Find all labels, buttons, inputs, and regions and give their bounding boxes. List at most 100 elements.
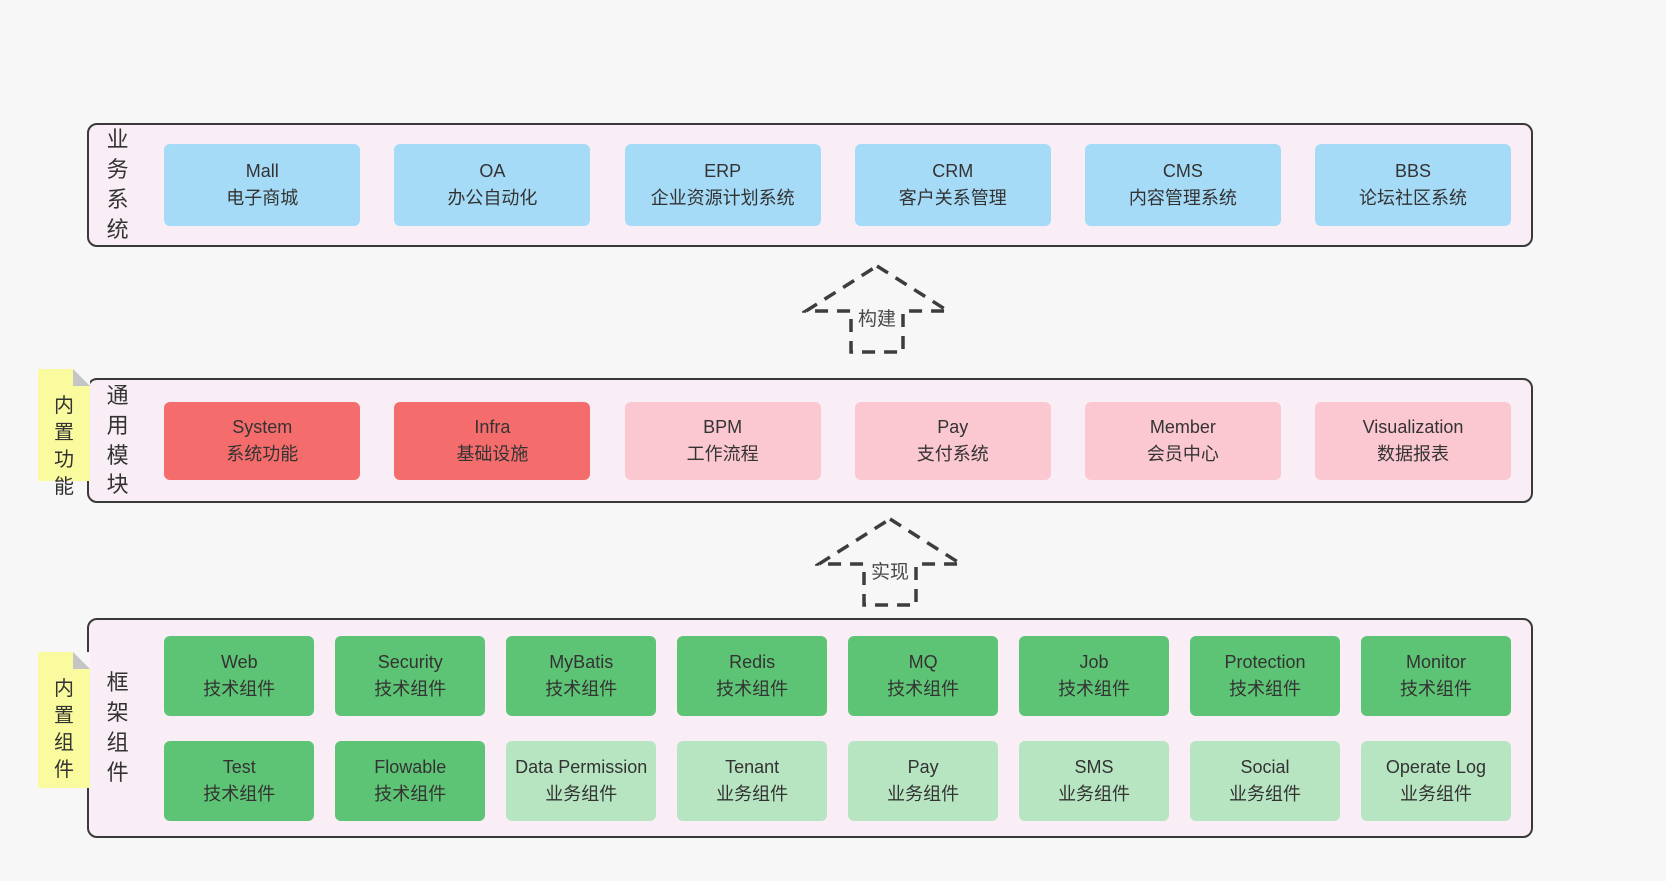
box-monitor: Monitor 技术组件 (1360, 635, 1511, 716)
box-name: Redis (729, 651, 776, 672)
sticky-fold-icon (73, 369, 90, 386)
box-name: Visualization (1362, 416, 1464, 437)
box-sub: 业务组件 (1229, 783, 1302, 804)
box-social: Social 业务组件 (1190, 740, 1341, 821)
box-sub: 技术组件 (203, 678, 276, 699)
box-sub: 业务组件 (1399, 783, 1472, 804)
box-name: SMS (1074, 756, 1114, 777)
box-sub: 论坛社区系统 (1359, 188, 1467, 208)
arrow-implement: 实现 (815, 516, 965, 608)
up-arrow-icon (802, 263, 952, 354)
box-name: Member (1149, 416, 1216, 437)
box-redis: Redis 技术组件 (677, 635, 828, 716)
box-bbs: BBS 论坛社区系统 (1315, 144, 1511, 226)
common-modules-boxes: System 系统功能 Infra 基础设施 BPM 工作流程 Pay 支付系统… (164, 401, 1511, 480)
box-crm: CRM 客户关系管理 (854, 144, 1051, 226)
box-data-permission: Data Permission 业务组件 (506, 740, 657, 821)
box-name: System (232, 416, 293, 437)
sticky-built-in-features: 内置功能 (38, 369, 90, 498)
box-sub: 技术组件 (887, 678, 960, 699)
arrow-build-label: 构建 (854, 303, 900, 333)
box-web: Web 技术组件 (164, 635, 315, 716)
box-sub: 技术组件 (374, 678, 447, 699)
box-name: BBS (1394, 161, 1432, 181)
band-framework-components: 框架组件 Web 技术组件 Security 技术组件 MyBatis 技术组件… (87, 618, 1533, 838)
box-job: Job 技术组件 (1019, 635, 1170, 716)
box-name: Mall (245, 161, 279, 181)
box-name: Tenant (725, 756, 780, 777)
box-sub: 工作流程 (686, 443, 759, 464)
box-name: Pay (937, 416, 969, 437)
box-sub: 办公自动化 (447, 188, 538, 208)
box-sub: 基础设施 (456, 443, 529, 464)
box-name: ERP (704, 161, 742, 181)
box-name: CMS (1162, 161, 1203, 181)
box-oa: OA 办公自动化 (394, 144, 591, 226)
box-pay: Pay 支付系统 (854, 401, 1051, 480)
band-common-modules: 通用模块 System 系统功能 Infra 基础设施 BPM 工作流程 Pay… (87, 378, 1533, 503)
box-name: Pay (907, 756, 939, 777)
box-name: Infra (474, 416, 511, 437)
sticky-label: 内置功能 (54, 395, 74, 498)
box-name: Monitor (1405, 651, 1466, 672)
band-label-framework-components: 框架组件 (106, 670, 129, 785)
framework-components-boxes: Web 技术组件 Security 技术组件 MyBatis 技术组件 Redi… (164, 635, 1511, 821)
box-infra: Infra 基础设施 (394, 401, 591, 480)
box-name: Web (220, 651, 258, 672)
box-name: Security (377, 651, 443, 672)
sticky-fold-icon (73, 652, 90, 669)
up-arrow-icon (815, 516, 965, 607)
box-sub: 业务组件 (545, 783, 618, 804)
box-name: Operate Log (1385, 756, 1486, 777)
arrow-build: 构建 (802, 263, 952, 355)
box-system: System 系统功能 (164, 401, 361, 480)
box-bpm: BPM 工作流程 (624, 401, 821, 480)
box-flowable: Flowable 技术组件 (335, 740, 486, 821)
box-operate-log: Operate Log 业务组件 (1360, 740, 1511, 821)
arrow-implement-label: 实现 (867, 556, 913, 586)
box-name: MQ (908, 651, 938, 672)
box-name: CRM (932, 161, 974, 181)
box-name: OA (479, 161, 506, 181)
box-name: Flowable (374, 756, 447, 777)
box-sub: 支付系统 (916, 443, 989, 464)
box-sub: 技术组件 (1058, 678, 1131, 699)
box-sub: 技术组件 (374, 783, 447, 804)
box-sub: 客户关系管理 (898, 188, 1007, 208)
box-name: Job (1079, 651, 1109, 672)
box-security: Security 技术组件 (335, 635, 486, 716)
box-sub: 技术组件 (545, 678, 618, 699)
band-label-business-systems: 业务系统 (106, 127, 129, 242)
box-erp: ERP 企业资源计划系统 (624, 144, 821, 226)
box-visualization: Visualization 数据报表 (1315, 401, 1511, 480)
box-name: MyBatis (549, 651, 614, 672)
box-name: Data Permission (515, 756, 648, 777)
sticky-label: 内置组件 (54, 678, 74, 781)
box-protection: Protection 技术组件 (1190, 635, 1341, 716)
box-sub: 业务组件 (716, 783, 789, 804)
box-test: Test 技术组件 (164, 740, 315, 821)
business-systems-boxes: Mall 电子商城 OA 办公自动化 ERP 企业资源计划系统 CRM 客户关系… (164, 144, 1511, 226)
box-sub: 系统功能 (226, 443, 299, 464)
box-name: Protection (1224, 651, 1306, 672)
box-sub: 企业资源计划系统 (650, 188, 795, 208)
box-pay-biz: Pay 业务组件 (848, 740, 999, 821)
box-mybatis: MyBatis 技术组件 (506, 635, 657, 716)
box-sub: 数据报表 (1377, 443, 1449, 464)
box-sub: 技术组件 (1229, 678, 1302, 699)
box-sub: 会员中心 (1146, 443, 1219, 464)
box-sub: 业务组件 (887, 783, 960, 804)
box-sub: 电子商城 (226, 188, 299, 208)
box-sub: 技术组件 (203, 783, 276, 804)
box-mall: Mall 电子商城 (164, 144, 361, 226)
box-name: Test (222, 756, 256, 777)
sticky-built-in-components: 内置组件 (38, 652, 90, 788)
box-name: BPM (703, 416, 743, 437)
box-name: Social (1240, 756, 1290, 777)
box-member: Member 会员中心 (1084, 401, 1281, 480)
box-sub: 技术组件 (716, 678, 789, 699)
box-sub: 内容管理系统 (1128, 188, 1237, 208)
band-business-systems: 业务系统 Mall 电子商城 OA 办公自动化 ERP 企业资源计划系统 CRM… (87, 123, 1533, 247)
band-label-common-modules: 通用模块 (106, 382, 129, 498)
